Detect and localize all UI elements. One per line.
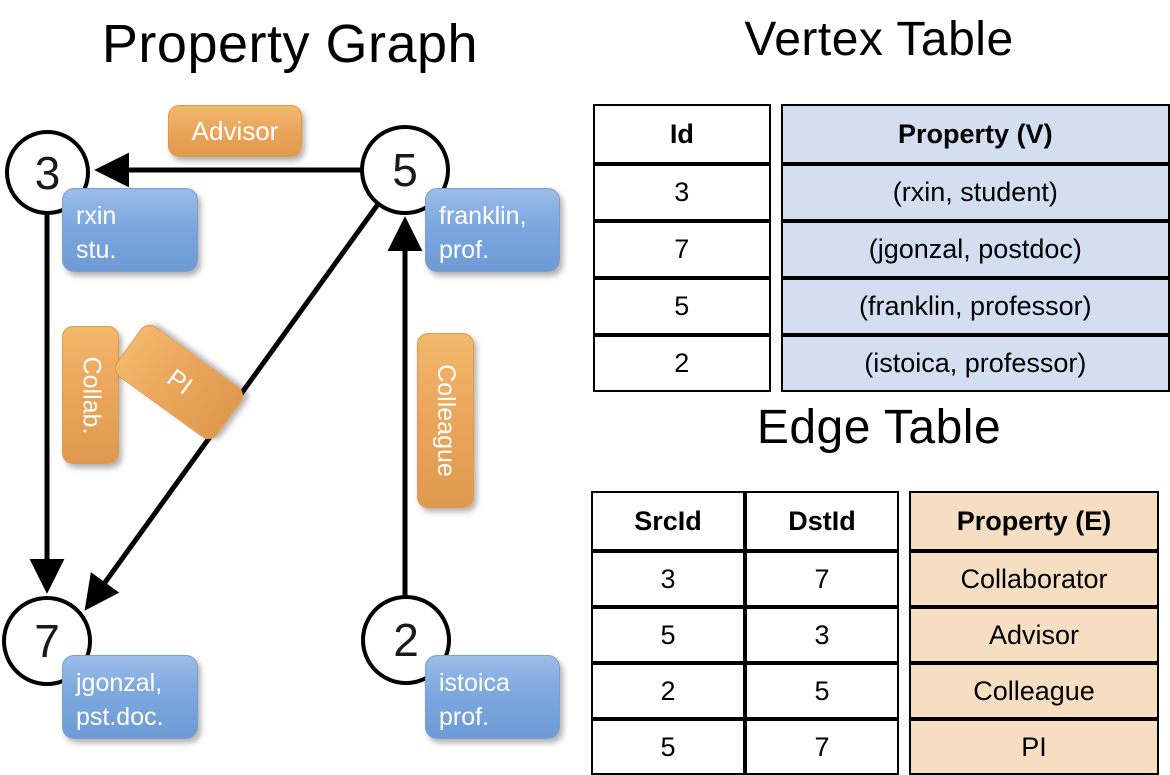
table-row: 3 7 Collaborator: [591, 551, 1159, 607]
edge-property-cell: Collaborator: [909, 551, 1159, 607]
edge-dstid-cell: 3: [745, 607, 899, 663]
edge-label-pi-text: PI: [161, 363, 198, 400]
edge-label-collab: Collab.: [62, 326, 119, 464]
edge-label-colleague-text: Colleague: [432, 364, 460, 477]
graph-node-5[interactable]: 5: [360, 125, 450, 215]
edge-table-column-gap: [899, 491, 909, 551]
node-property-line-2: prof.: [439, 236, 490, 264]
vertex-id-cell: 5: [593, 278, 771, 335]
edge-property-cell: Colleague: [909, 663, 1159, 719]
edge-srcid-cell: 5: [591, 719, 745, 775]
edge-dstid-cell: 5: [745, 663, 899, 719]
edge-table-column-gap: [899, 719, 909, 775]
vertex-table-column-gap: [771, 164, 781, 221]
node-property-line-2: stu.: [76, 236, 117, 264]
table-row: 5 7 PI: [591, 719, 1159, 775]
node-property-box-rxin: rxin stu.: [62, 188, 198, 272]
page-title-vertex-table: Vertex Table: [744, 13, 1014, 66]
vertex-id-cell: 3: [593, 164, 771, 221]
edge-label-colleague: Colleague: [417, 333, 474, 508]
vertex-table-header-property: Property (V): [780, 104, 1170, 164]
node-property-line-1: jgonzal,: [76, 669, 163, 697]
vertex-table: Id Property (V) 3 (rxin, student) 7 (jgo…: [593, 104, 1170, 392]
node-property-line-2: pst.doc.: [76, 703, 164, 731]
vertex-property-cell: (jgonzal, postdoc): [780, 221, 1170, 278]
edge-property-cell: PI: [909, 719, 1159, 775]
edge-srcid-cell: 2: [591, 663, 745, 719]
edge-table: SrcId DstId Property (E) 3 7 Collaborato…: [591, 491, 1159, 775]
node-property-box-franklin: franklin, prof.: [425, 188, 560, 272]
node-property-line-1: istoica: [439, 669, 510, 697]
edge-table-column-gap: [899, 551, 909, 607]
node-property-line-1: rxin: [76, 202, 117, 230]
graph-node-2[interactable]: 2: [361, 595, 451, 685]
edge-srcid-cell: 3: [591, 551, 745, 607]
node-property-box-istoica: istoica prof.: [425, 655, 560, 739]
edge-dstid-cell: 7: [745, 719, 899, 775]
vertex-table-column-gap: [771, 278, 781, 335]
table-row: 5 (franklin, professor): [593, 278, 1170, 335]
vertex-table-column-gap: [771, 221, 781, 278]
vertex-property-cell: (istoica, professor): [780, 335, 1170, 392]
node-property-box-jgonzal: jgonzal, pst.doc.: [62, 655, 198, 739]
vertex-table-column-gap: [771, 335, 781, 392]
table-row: 7 (jgonzal, postdoc): [593, 221, 1170, 278]
vertex-id-cell: 7: [593, 221, 771, 278]
edge-srcid-cell: 5: [591, 607, 745, 663]
edge-property-cell: Advisor: [909, 607, 1159, 663]
edge-label-advisor-text: Advisor: [191, 115, 279, 146]
edge-table-header-property: Property (E): [909, 491, 1159, 551]
node-property-line-1: franklin,: [439, 202, 527, 230]
node-property-line-2: prof.: [439, 703, 490, 731]
table-row: 5 3 Advisor: [591, 607, 1159, 663]
table-row: 2 5 Colleague: [591, 663, 1159, 719]
edge-dstid-cell: 7: [745, 551, 899, 607]
page-title-edge-table: Edge Table: [756, 401, 1002, 454]
vertex-table-header-row: Id Property (V): [593, 104, 1170, 164]
table-row: 2 (istoica, professor): [593, 335, 1170, 392]
vertex-id-cell: 2: [593, 335, 771, 392]
edge-table-header-srcid: SrcId: [591, 491, 745, 551]
edge-table-column-gap: [899, 663, 909, 719]
page-title-property-graph: Property Graph: [101, 14, 479, 74]
table-row: 3 (rxin, student): [593, 164, 1170, 221]
vertex-table-column-gap: [771, 104, 781, 164]
vertex-property-cell: (rxin, student): [780, 164, 1170, 221]
vertex-property-cell: (franklin, professor): [780, 278, 1170, 335]
edge-label-collab-text: Collab.: [77, 356, 106, 434]
edge-table-column-gap: [899, 607, 909, 663]
edge-table-header-dstid: DstId: [745, 491, 899, 551]
vertex-table-header-id: Id: [593, 104, 771, 164]
edge-table-header-row: SrcId DstId Property (E): [591, 491, 1159, 551]
edge-label-advisor: Advisor: [168, 105, 302, 157]
